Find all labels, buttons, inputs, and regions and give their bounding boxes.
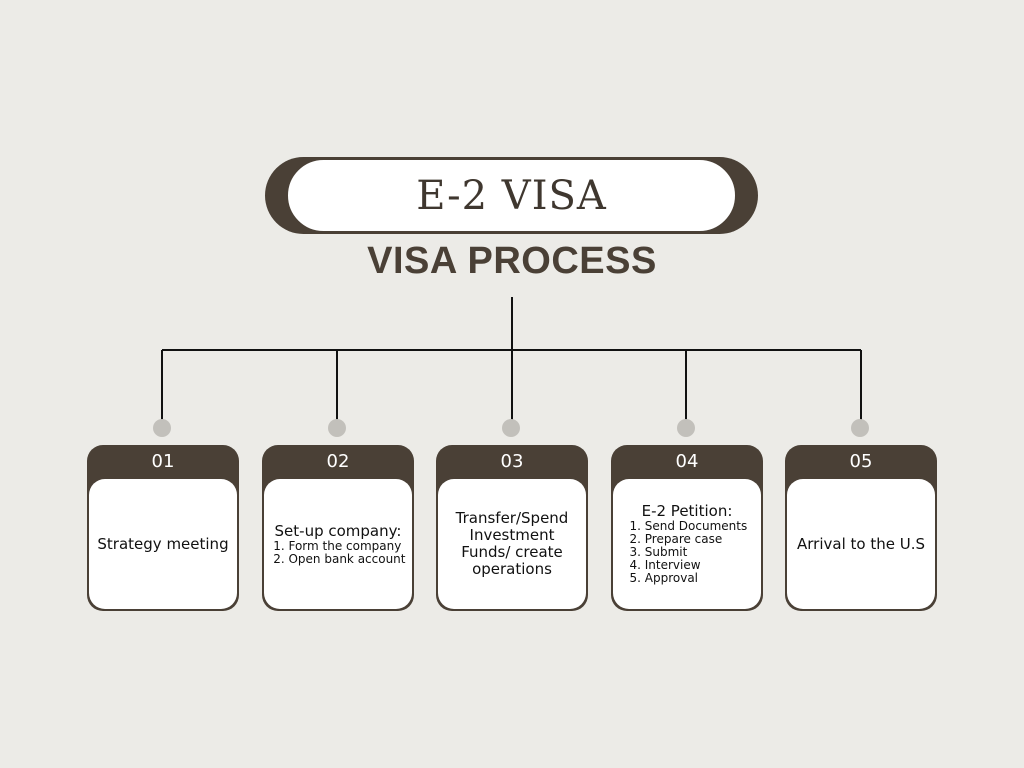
step-title: E-2 Petition: [641,502,733,520]
step-list: Send DocumentsPrepare caseSubmitIntervie… [627,520,747,585]
main-title: E-2 VISA [416,172,607,219]
step-card: 04E-2 Petition:Send DocumentsPrepare cas… [611,445,763,611]
step-title: Set-up company: [274,521,402,540]
connector-dot [502,419,520,437]
step-list-item: Approval [645,572,747,585]
step-body: Transfer/Spend Investment Funds/ create … [438,479,586,609]
step-title: Arrival to the U.S [797,534,925,553]
step-body: Strategy meeting [89,479,237,609]
step-number: 04 [675,451,699,472]
step-number: 03 [500,451,524,472]
connector-dot [328,419,346,437]
step-title: Transfer/Spend Investment Funds/ create … [455,509,569,578]
step-list-item: Form the company [288,539,405,553]
connector-dot [851,419,869,437]
step-list-item: Send Documents [645,520,747,533]
step-number: 02 [326,451,350,472]
step-list: Form the companyOpen bank account [270,539,405,566]
subtitle: VISA PROCESS [367,240,657,282]
step-list-item: Open bank account [288,552,405,566]
title-pill: E-2 VISA [287,159,736,232]
step-list-item: Submit [645,546,747,559]
step-number: 05 [849,451,873,472]
connector-dot [677,419,695,437]
step-body: E-2 Petition:Send DocumentsPrepare caseS… [613,479,761,609]
step-list-item: Prepare case [645,533,747,546]
step-number: 01 [151,451,175,472]
step-body: Set-up company:Form the companyOpen bank… [264,479,412,609]
step-title: Strategy meeting [97,534,229,553]
step-body: Arrival to the U.S [787,479,935,609]
step-list-item: Interview [645,559,747,572]
connector-dot [153,419,171,437]
